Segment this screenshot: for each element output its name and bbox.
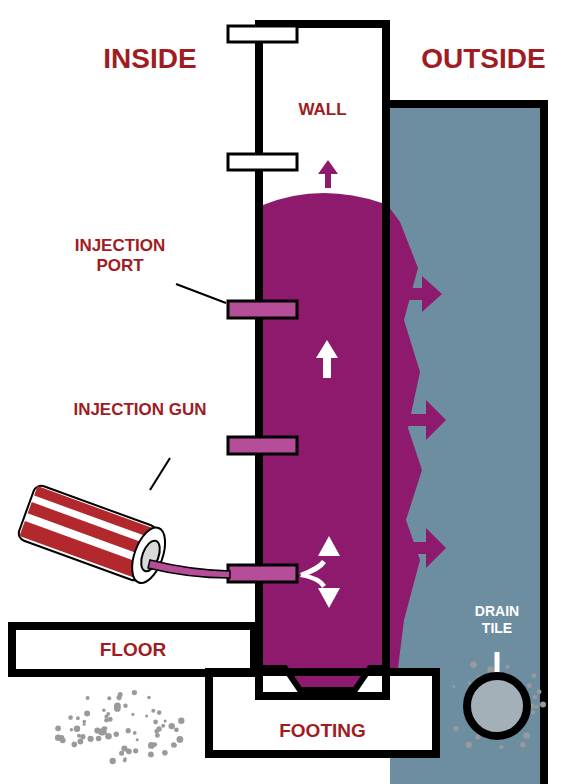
leader-line [150,458,170,490]
wall-section: WALL [255,20,390,700]
callout-label: INJECTION PORT [60,236,180,277]
region-label: INSIDE [60,42,240,76]
grade-line [383,100,548,108]
flow-arrows-white [300,340,340,608]
callout-label: INJECTION GUN [60,400,220,420]
gun-nozzle [148,560,230,578]
leader-line [176,284,226,303]
resin-in-soil [386,203,422,668]
injection-ports [228,26,297,582]
footing-block: FOOTING [205,668,440,758]
node-label: FLOOR [22,639,244,661]
leader-line [495,652,500,672]
drain-tile-pipe [467,676,527,736]
wall-fill [263,28,382,698]
soil-edge [540,104,548,784]
region-label: OUTSIDE [396,42,571,76]
callout-label: DRAIN TILE [462,603,532,637]
injection-gun [17,484,172,588]
resin-in-wall [263,193,382,690]
flow-arrows [318,160,446,568]
node-label: WALL [267,100,378,120]
node-label: FOOTING [219,720,426,742]
footing-fill [209,672,436,754]
